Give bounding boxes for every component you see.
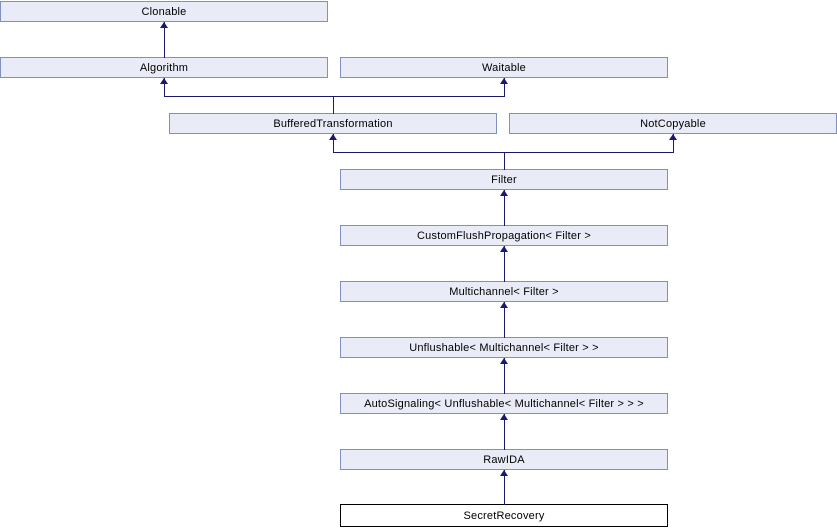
inheritance-edge-line	[333, 152, 505, 153]
class-node-label: BufferedTransformation	[273, 117, 393, 130]
class-node-label: AutoSignaling< Unflushable< Multichannel…	[364, 397, 644, 410]
inheritance-edge-line	[504, 414, 505, 450]
inheritance-arrow-icon	[500, 302, 508, 308]
inheritance-arrow-icon	[500, 78, 508, 84]
class-node-label: Algorithm	[139, 61, 189, 74]
inheritance-arrow-icon	[500, 190, 508, 196]
inheritance-edge-line	[673, 134, 674, 153]
inheritance-edge-line	[164, 22, 165, 58]
class-node-clonable[interactable]: Clonable	[0, 1, 328, 22]
class-node-custom-flush-propagation[interactable]: CustomFlushPropagation< Filter >	[340, 225, 668, 246]
inheritance-arrow-icon	[160, 22, 168, 28]
class-node-label: RawIDA	[483, 453, 525, 466]
class-node-algorithm[interactable]: Algorithm	[0, 57, 328, 78]
inheritance-arrow-icon	[669, 134, 677, 140]
inheritance-edge-line	[504, 78, 505, 97]
inheritance-edge-line	[504, 470, 505, 505]
inheritance-edge-line	[504, 246, 505, 282]
inheritance-edge-line	[504, 358, 505, 394]
inheritance-edge-line	[333, 96, 334, 114]
inheritance-edge-line	[504, 152, 505, 170]
class-node-label: Waitable	[482, 61, 526, 74]
inheritance-arrow-icon	[500, 470, 508, 476]
inheritance-edge-line	[164, 96, 334, 97]
class-node-label: NotCopyable	[640, 117, 706, 130]
class-node-waitable[interactable]: Waitable	[340, 57, 668, 78]
class-node-not-copyable[interactable]: NotCopyable	[509, 113, 837, 134]
class-node-label: Multichannel< Filter >	[449, 285, 559, 298]
class-node-label: CustomFlushPropagation< Filter >	[417, 229, 591, 242]
class-node-filter[interactable]: Filter	[340, 169, 668, 190]
inheritance-arrow-icon	[500, 246, 508, 252]
inheritance-edge-line	[504, 302, 505, 338]
inheritance-edge-line	[504, 152, 674, 153]
class-node-buffered-transformation[interactable]: BufferedTransformation	[169, 113, 497, 134]
inheritance-edge-line	[333, 96, 505, 97]
class-node-label: SecretRecovery	[463, 509, 545, 522]
inheritance-edge-line	[504, 190, 505, 226]
class-node-label: Filter	[491, 173, 517, 186]
inheritance-edge-line	[333, 134, 334, 153]
class-node-label: Clonable	[141, 5, 187, 18]
class-node-unflushable[interactable]: Unflushable< Multichannel< Filter > >	[340, 337, 668, 358]
class-node-secret-recovery: SecretRecovery	[340, 504, 668, 527]
class-node-rawida[interactable]: RawIDA	[340, 449, 668, 470]
inheritance-arrow-icon	[160, 78, 168, 84]
inheritance-edge-line	[164, 78, 165, 97]
inheritance-arrow-icon	[500, 414, 508, 420]
class-node-multichannel[interactable]: Multichannel< Filter >	[340, 281, 668, 302]
class-node-auto-signaling[interactable]: AutoSignaling< Unflushable< Multichannel…	[340, 393, 668, 414]
class-node-label: Unflushable< Multichannel< Filter > >	[409, 341, 599, 354]
inheritance-arrow-icon	[500, 358, 508, 364]
inheritance-arrow-icon	[329, 134, 337, 140]
